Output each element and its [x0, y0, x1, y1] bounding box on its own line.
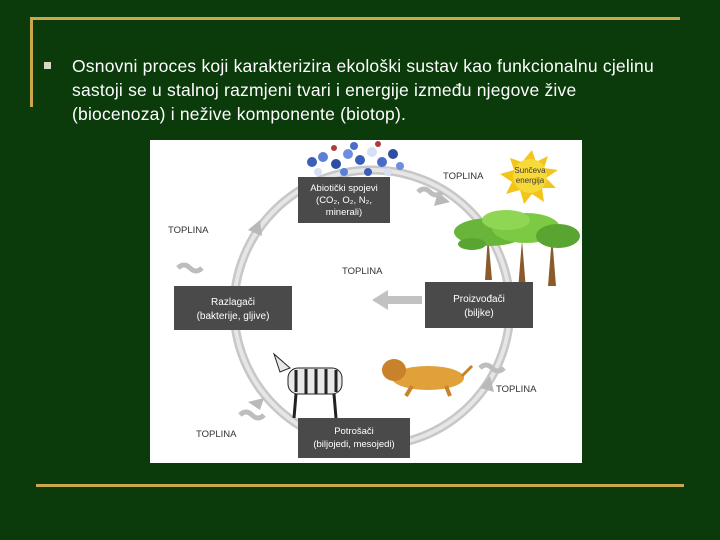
- sun-label-line1: Sunčeva: [514, 166, 546, 175]
- trees-illustration: [454, 210, 580, 290]
- cycle-arrow-nw: [248, 220, 262, 236]
- heat-label-right: TOPLINA: [496, 384, 537, 395]
- heat-label-center-bg: [336, 262, 400, 278]
- frame-bottom-line: [36, 484, 684, 487]
- abiotic-box: [298, 177, 390, 223]
- producers-box: [425, 282, 533, 328]
- zebra-illustration: [272, 352, 343, 419]
- frame-top-line: [30, 17, 680, 20]
- producers-subtitle: (biljke): [464, 308, 493, 319]
- heat-arrow-head: [372, 290, 388, 310]
- heat-wave-right: [478, 362, 506, 374]
- consumers-title: Potrošači: [334, 426, 374, 437]
- decomposers-title: Razlagači: [211, 297, 255, 308]
- heat-wave-top: [416, 186, 444, 198]
- consumers-box: [298, 418, 410, 458]
- cycle-arrow-se: [480, 376, 494, 392]
- abiotic-compounds: (CO₂, O₂, N₂,: [316, 195, 372, 206]
- abiotic-title: Abiotički spojevi: [310, 183, 378, 194]
- cycle-arrow-sw: [248, 398, 264, 410]
- producers-title: Proizvođači: [453, 294, 505, 305]
- heat-label-bottom: TOPLINA: [196, 429, 237, 440]
- heat-wave-left: [176, 262, 204, 274]
- consumers-subtitle: (biljojedi, mesojedi): [313, 439, 394, 450]
- ecosystem-diagram-svg: Abiotički spojevi (CO₂, O₂, N₂, minerali…: [168, 141, 580, 458]
- heat-label-left: TOPLINA: [168, 225, 209, 236]
- ecosystem-diagram: Abiotički spojevi (CO₂, O₂, N₂, minerali…: [150, 140, 582, 463]
- heat-wave-bottom: [238, 409, 266, 421]
- sun-icon: [500, 150, 558, 204]
- heat-label-top: TOPLINA: [443, 171, 484, 182]
- heat-label-center: TOPLINA: [342, 266, 383, 277]
- abiotic-minerals: minerali): [326, 207, 362, 218]
- bullet-marker: [44, 62, 51, 69]
- molecules-illustration: [307, 141, 404, 176]
- decomposers-box: [174, 286, 292, 330]
- bullet-text: Osnovni proces koji karakterizira ekološ…: [72, 56, 654, 124]
- sun-label-line2: energija: [516, 176, 545, 185]
- frame-left-line: [30, 17, 33, 107]
- lion-illustration: [382, 359, 474, 398]
- decomposers-subtitle: (bakterije, gljive): [197, 311, 270, 322]
